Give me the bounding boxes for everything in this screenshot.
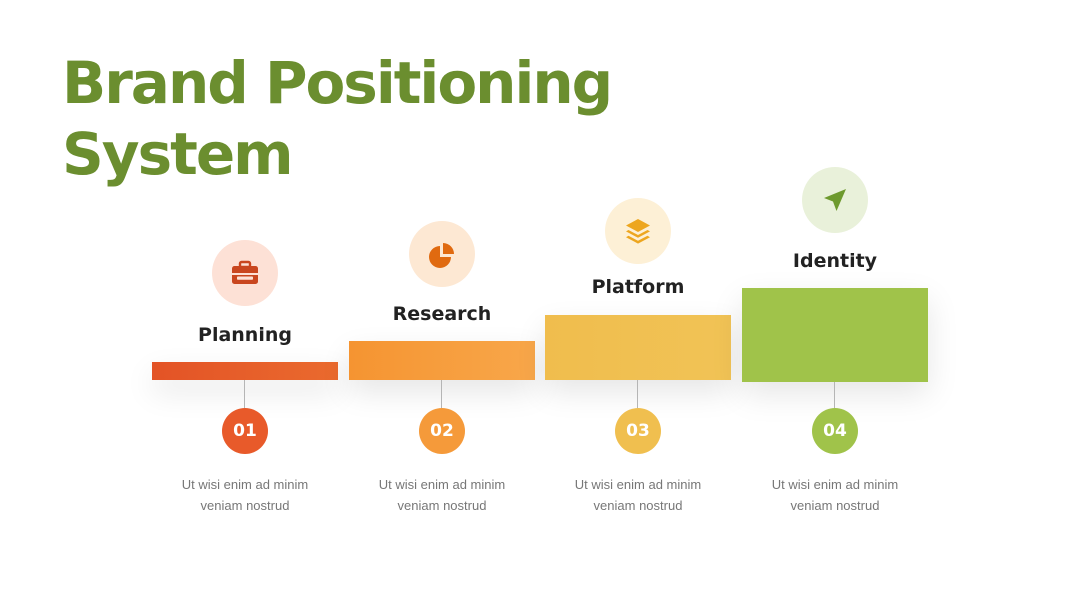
desc-line-1: Ut wisi enim ad minim (574, 477, 702, 492)
layers-icon (626, 219, 650, 244)
connector-research (441, 380, 442, 408)
step-label-planning: Planning (198, 324, 292, 346)
slide-title: Brand Positioning System (62, 48, 613, 190)
step-research: Research 02 Ut wisi enim ad minim veniam… (349, 0, 535, 608)
step-description-planning: Ut wisi enim ad minim veniam nostrud (162, 474, 328, 516)
connector-identity (834, 382, 835, 408)
bar-research (349, 341, 535, 380)
desc-line-1: Ut wisi enim ad minim (181, 477, 309, 492)
number-badge-04: 04 (812, 408, 858, 454)
number-badge-02: 02 (419, 408, 465, 454)
research-icon-circle (409, 221, 475, 287)
desc-line-1: Ut wisi enim ad minim (378, 477, 506, 492)
planning-icon-circle (212, 240, 278, 306)
desc-line-2: veniam nostrud (200, 498, 290, 513)
title-line-1: Brand Positioning (62, 49, 613, 117)
step-planning: Planning 01 Ut wisi enim ad minim veniam… (152, 0, 338, 608)
identity-icon-circle (802, 167, 868, 233)
desc-line-2: veniam nostrud (593, 498, 683, 513)
bar-planning (152, 362, 338, 380)
desc-line-1: Ut wisi enim ad minim (771, 477, 899, 492)
connector-planning (244, 380, 245, 408)
step-label-identity: Identity (792, 250, 878, 272)
step-label-research: Research (392, 303, 492, 325)
step-identity: Identity 04 Ut wisi enim ad minim veniam… (742, 0, 928, 608)
number-badge-01: 01 (222, 408, 268, 454)
bar-identity (742, 288, 928, 382)
send-icon (824, 189, 846, 211)
pie-chart-icon (429, 243, 454, 268)
step-platform: Platform 03 Ut wisi enim ad minim veniam… (545, 0, 731, 608)
platform-icon-circle (605, 198, 671, 264)
step-label-platform: Platform (591, 276, 685, 298)
number-badge-03: 03 (615, 408, 661, 454)
connector-platform (637, 380, 638, 408)
bar-platform (545, 315, 731, 380)
desc-line-2: veniam nostrud (397, 498, 487, 513)
step-description-research: Ut wisi enim ad minim veniam nostrud (359, 474, 525, 516)
briefcase-icon (232, 260, 258, 284)
step-description-identity: Ut wisi enim ad minim veniam nostrud (752, 474, 918, 516)
desc-line-2: veniam nostrud (790, 498, 880, 513)
title-line-2: System (62, 120, 294, 188)
step-description-platform: Ut wisi enim ad minim veniam nostrud (555, 474, 721, 516)
